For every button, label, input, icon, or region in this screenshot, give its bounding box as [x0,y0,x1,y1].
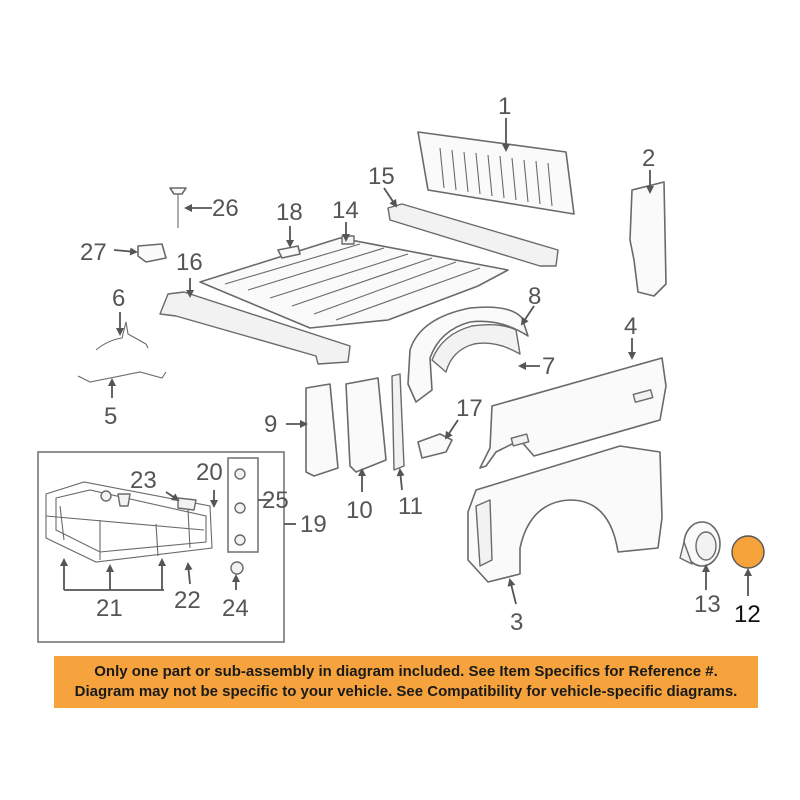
callout-27: 27 [80,239,107,266]
outer-panel-part-3 [467,445,663,583]
callout-8: 8 [528,283,541,310]
tailgate-part [417,131,575,215]
callout-18: 18 [276,199,303,226]
pillar-part-9 [305,383,339,477]
callout-3: 3 [510,609,523,636]
callout-16: 16 [176,249,203,276]
notice-line-1: Only one part or sub-assembly in diagram… [94,663,718,680]
rear-sill-part [387,203,559,267]
callout-4: 4 [624,313,637,340]
callout-13: 13 [694,591,721,618]
callout-14: 14 [332,197,359,224]
bracket-part-27 [137,243,167,263]
hinge-bracket-part-2 [629,181,667,297]
callout-10: 10 [346,497,373,524]
callout-22: 22 [174,587,201,614]
crossmember-part [159,291,351,365]
wheelhouse-liner-part-7 [431,323,521,373]
callout-5: 5 [104,403,117,430]
compatibility-notice-banner: Only one part or sub-assembly in diagram… [54,656,758,708]
notice-line-2: Diagram may not be specific to your vehi… [74,683,738,700]
callout-24: 24 [222,595,249,622]
callout-23: 23 [130,467,157,494]
hardware-parts [100,468,246,575]
callout-20: 20 [196,459,223,486]
callout-17: 17 [456,395,483,422]
callout-15: 15 [368,163,395,190]
callout-25: 25 [262,487,289,514]
bed-extender-kit-box [37,451,285,643]
callout-9: 9 [264,411,277,438]
callout-1: 1 [498,93,511,120]
pillar-part-10 [345,377,387,473]
callout-12: 12 [734,601,761,628]
lamp-bracket-part-17 [417,433,453,459]
leader-lines [60,118,752,605]
inner-panel-part-4 [479,357,667,469]
cable-part-6 [95,321,149,351]
fuel-door-housing-part-13 [679,521,721,567]
fuel-door-part-12 [731,535,765,569]
callout-21: 21 [96,595,123,622]
callout-11: 11 [398,493,423,520]
hardware-panel-25 [227,457,259,553]
callout-2: 2 [642,145,655,172]
callout-19: 19 [300,511,327,538]
bed-extender-part [45,481,213,563]
wheelhouse-part-8 [407,306,529,403]
strip-part-11 [391,373,405,471]
callout-6: 6 [112,285,125,312]
harness-part-5 [77,371,167,383]
callout-26: 26 [212,195,239,222]
callout-7: 7 [542,353,555,380]
bolt-part-26 [169,187,187,228]
